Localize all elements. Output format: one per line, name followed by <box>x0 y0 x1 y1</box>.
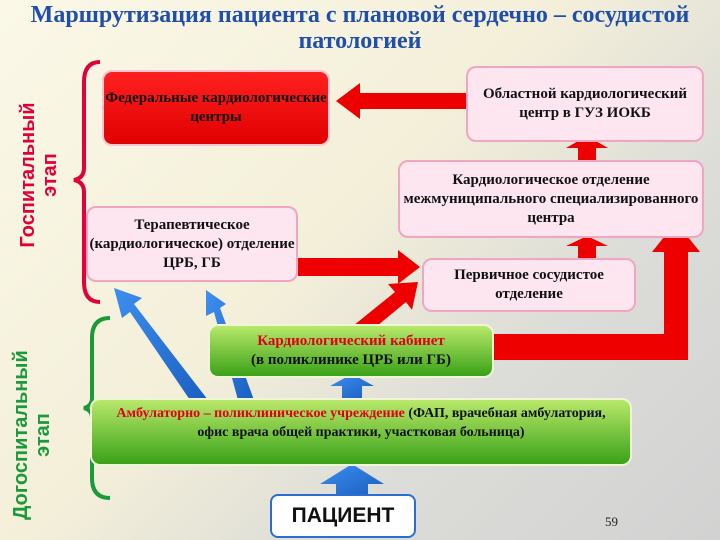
arrow-regional-to-federal <box>336 83 470 119</box>
cardiology-office-box: Кардиологический кабинет (в поликлинике … <box>208 324 494 378</box>
arrow-ambulatory-to-therapy <box>114 288 208 400</box>
arrow-patient-to-ambulatory <box>320 464 384 494</box>
regional-center-box: Областной кардиологический центр в ГУЗ И… <box>466 66 704 142</box>
hospital-stage-label: Госпитальный этап <box>17 102 61 248</box>
therapy-department-box: Терапевтическое (кардиологическое) отдел… <box>86 206 298 282</box>
ambulatory-institution-box: Амбулаторно – поликлиническое учреждение… <box>90 398 632 466</box>
patient-box: ПАЦИЕНТ <box>270 494 416 538</box>
arrow-primary-to-municipal <box>566 236 608 258</box>
page-number: 59 <box>605 514 618 529</box>
arrow-municipal-to-regional <box>566 136 608 160</box>
federal-centers-box: Федеральные кардиологические центры <box>102 70 330 146</box>
arrow-ambulatory-to-office <box>330 374 374 398</box>
page-title: Маршрутизация пациента с плановой сердеч… <box>30 2 690 54</box>
municipal-cardiology-box: Кардиологическое отделение межмуниципаль… <box>398 160 704 238</box>
prehospital-stage-label: Догоспитальный этап <box>10 350 54 520</box>
prehospital-stage-bracket <box>83 316 111 500</box>
primary-vascular-box: Первичное сосудистое отделение <box>422 258 636 312</box>
arrow-therapy-to-primary <box>298 250 420 284</box>
hospital-stage-bracket <box>73 60 101 304</box>
